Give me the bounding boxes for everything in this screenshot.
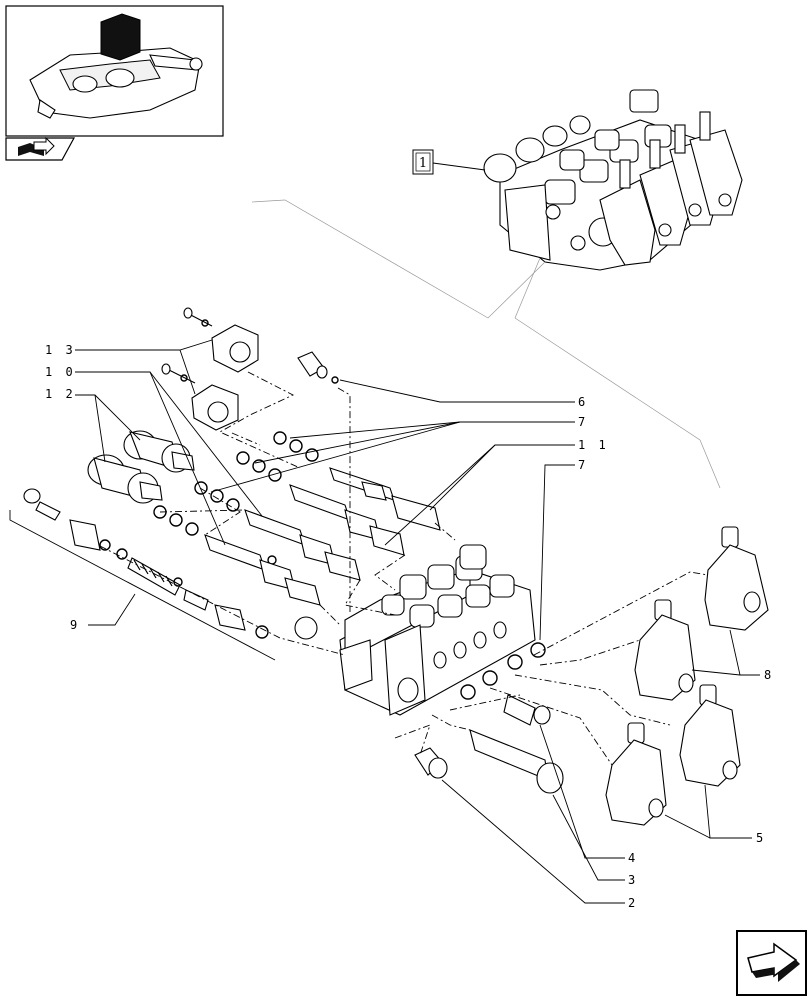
plug-6: [297, 351, 339, 384]
callout-13: 1 3: [45, 343, 76, 357]
valve-body: [339, 544, 536, 716]
next-page-button[interactable]: [736, 930, 807, 996]
assembly-ref-box[interactable]: 1: [412, 149, 434, 175]
assembly-lines: [99, 371, 709, 766]
section-8-bottom: [634, 599, 696, 701]
o-rings: [99, 431, 546, 700]
valve-assembly-overview: [483, 89, 743, 271]
callout-5: 5: [756, 831, 766, 845]
solenoid-12-top: [123, 430, 195, 473]
book-arrow-icon: [18, 136, 55, 156]
nav-tab[interactable]: [5, 136, 76, 161]
section-8-top: [704, 526, 769, 631]
callout-12: 1 2: [45, 387, 76, 401]
callout-2: 2: [628, 896, 638, 910]
spool-2: [289, 484, 405, 556]
cap-13-bottom: [161, 363, 239, 431]
section-5-bottom: [605, 722, 667, 826]
callout-9: 9: [70, 618, 80, 632]
leader-lines: [9, 339, 760, 904]
tractor-hydraulic-lift-icon: [29, 13, 203, 119]
spool-1: [329, 467, 441, 531]
section-5-top: [679, 684, 741, 787]
valve-sections: [605, 526, 769, 826]
spool-3: [244, 509, 361, 581]
assembly-ref-label: 1: [419, 156, 427, 171]
callout-labels: 1 3 1 0 1 2 6 7 1 1 7 9 8 5 4 3 2: [45, 343, 774, 910]
callout-4: 4: [628, 851, 638, 865]
spool-4: [204, 534, 321, 606]
callout-11: 1 1: [578, 438, 609, 452]
callout-6: 6: [578, 395, 588, 409]
thumbnail-frame[interactable]: [5, 5, 224, 137]
cap-13-top: [183, 307, 259, 373]
next-page-arrow-icon: [747, 942, 800, 982]
plug-2: [414, 747, 448, 779]
spool-3-part: [469, 729, 564, 794]
callout-3: 3: [628, 873, 638, 887]
parts-lower: [414, 694, 564, 794]
solenoid-12-bottom: [87, 454, 163, 504]
exploded-parts: [23, 307, 546, 700]
plug-4: [503, 694, 551, 726]
callout-8: 8: [764, 668, 774, 682]
check-valve-9: [23, 488, 318, 640]
callout-7a: 7: [578, 415, 588, 429]
callout-10: 1 0: [45, 365, 76, 379]
callout-7b: 7: [578, 458, 588, 472]
